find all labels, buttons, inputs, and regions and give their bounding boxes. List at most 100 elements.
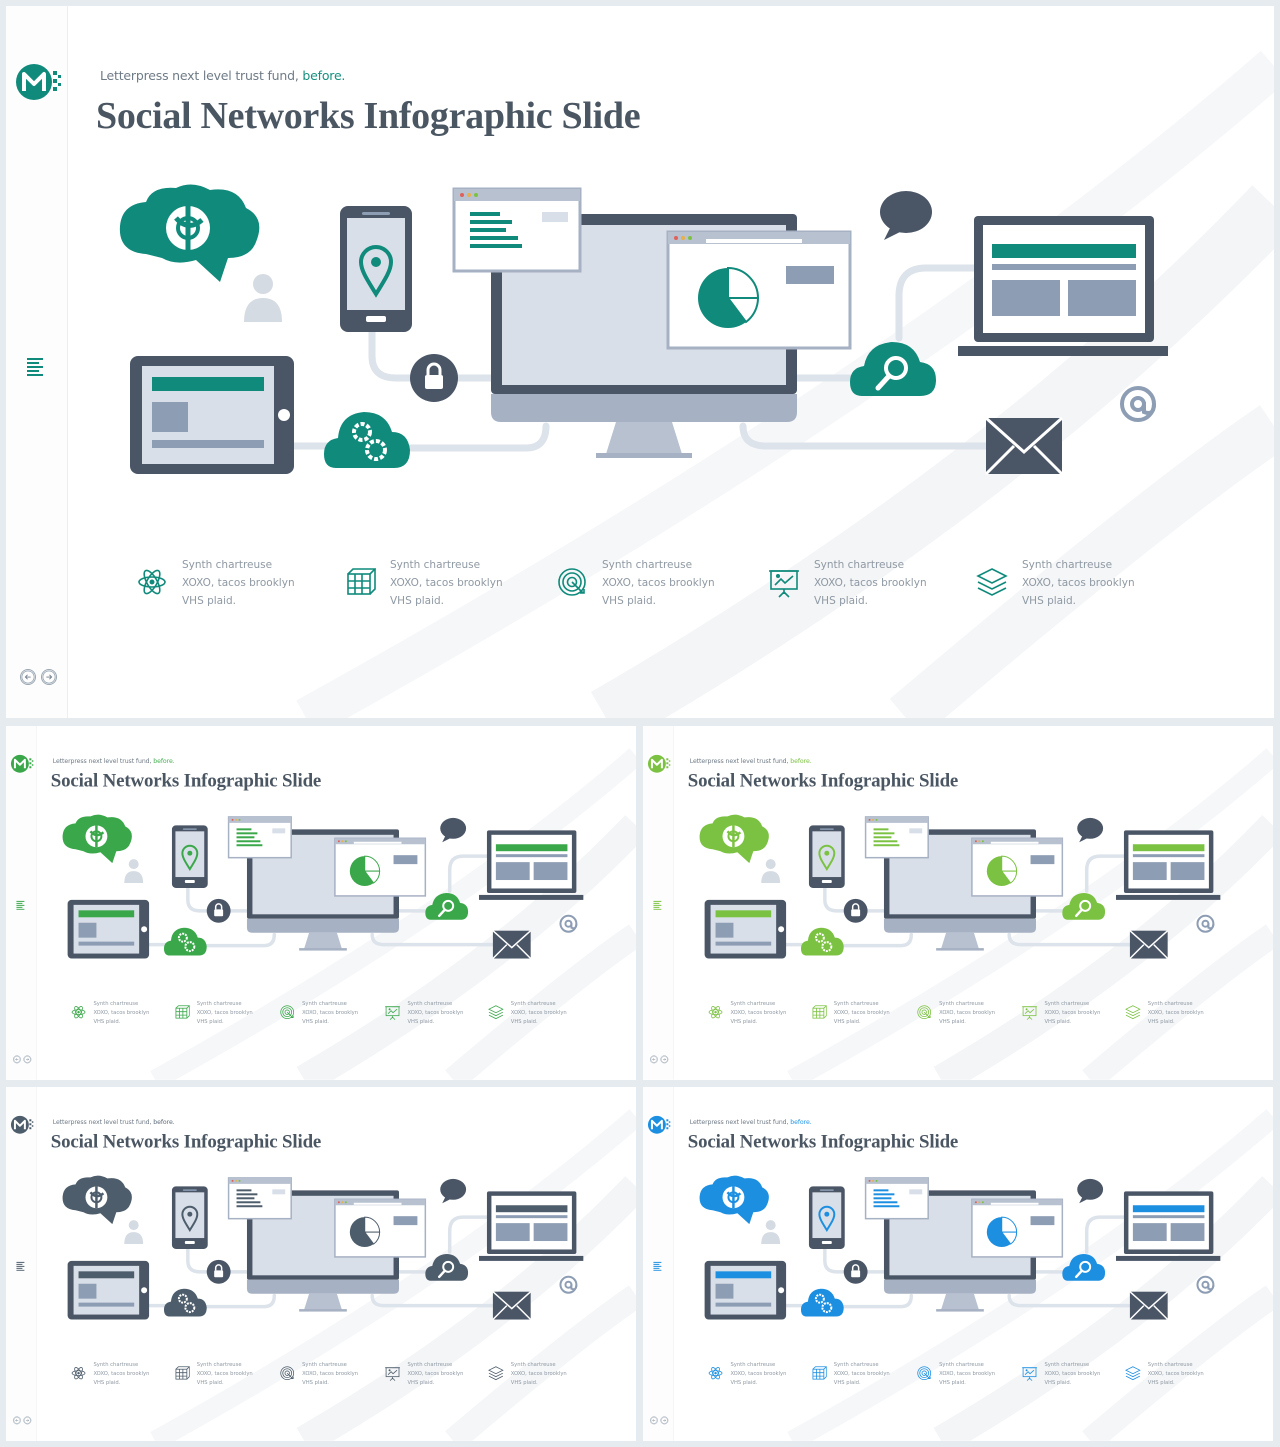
menu-icon[interactable] (653, 900, 663, 910)
feature-line-1: Synth chartreuse (93, 1000, 139, 1007)
chat-cloud-bubble-icon (699, 814, 769, 864)
feature-line-3: VHS plaid. (1147, 1018, 1175, 1025)
previous-slide-button[interactable] (649, 1416, 658, 1425)
menu-icon[interactable] (16, 900, 26, 910)
slide-thumb-green[interactable]: Letterpress next level trust fund, befor… (6, 726, 636, 1080)
atom-icon (71, 1006, 86, 1019)
laptop-icon (1115, 1191, 1221, 1261)
feature-line-1: Synth chartreuse (833, 1000, 879, 1007)
tagline-highlight: before. (790, 756, 812, 765)
feature-line-2: XOXO, tacos brooklyn (833, 1370, 890, 1377)
at-sign-icon (1196, 1275, 1215, 1294)
feature-line-2: XOXO, tacos brooklyn (602, 577, 715, 589)
slide-thumb-blue[interactable]: Letterpress next level trust fund, befor… (643, 1087, 1273, 1441)
layers-icon (1125, 1366, 1141, 1381)
tagline: Letterpress next level trust fund, befor… (690, 757, 812, 764)
brand-logo-icon[interactable] (10, 1115, 34, 1135)
feature-line-1: Synth chartreuse (1147, 1000, 1193, 1007)
slide-main-teal[interactable]: Letterpress next level trust fund, befor… (6, 6, 1274, 718)
previous-slide-button[interactable] (649, 1055, 658, 1064)
previous-slide-button[interactable] (12, 1055, 21, 1064)
menu-icon[interactable] (16, 1261, 26, 1271)
at-sign-icon (559, 914, 578, 933)
feature-line-2: XOXO, tacos brooklyn (1044, 1370, 1101, 1377)
envelope-icon (984, 416, 1064, 476)
feature-line-3: VHS plaid. (730, 1379, 758, 1386)
cloud-settings-icon (800, 1288, 844, 1317)
next-slide-button[interactable] (660, 1055, 669, 1064)
feature-line-1: Synth chartreuse (182, 559, 273, 571)
menu-icon[interactable] (653, 1261, 663, 1271)
atom-icon (138, 569, 166, 595)
feature-line-3: VHS plaid. (939, 1018, 966, 1025)
menu-icon[interactable] (26, 356, 46, 376)
lock-icon (843, 1259, 868, 1284)
background-arcs (150, 748, 636, 1080)
feature-line-3: VHS plaid. (833, 1018, 861, 1025)
social-network-illustration (699, 1175, 1221, 1321)
user-avatar-icon (761, 1220, 781, 1245)
browser-window-pie-chart-icon (666, 230, 852, 350)
feature-line-2: XOXO, tacos brooklyn (93, 1009, 150, 1016)
next-slide-button[interactable] (23, 1055, 32, 1064)
feature-line-1: Synth chartreuse (814, 559, 905, 571)
envelope-icon (492, 1291, 532, 1321)
slide-thumb-gray[interactable]: Letterpress next level trust fund, befor… (6, 1087, 636, 1441)
feature-line-2: XOXO, tacos brooklyn (833, 1009, 890, 1016)
background-arcs (787, 748, 1273, 1080)
page-title: Social Networks Infographic Slide (50, 770, 322, 792)
brand-logo-icon[interactable] (14, 62, 62, 102)
feature-line-3: VHS plaid. (730, 1018, 758, 1025)
cloud-search-icon (850, 342, 936, 396)
page-title: Social Networks Infographic Slide (687, 1131, 959, 1153)
next-slide-button[interactable] (41, 669, 57, 685)
cube-grid-icon (347, 568, 376, 595)
speech-bubble-icon (1077, 817, 1104, 843)
lock-icon (843, 898, 868, 923)
brand-logo-icon[interactable] (647, 1115, 671, 1135)
envelope-icon (492, 930, 532, 960)
smartphone-location-icon (808, 1186, 845, 1249)
browser-window-bars-icon (227, 1177, 292, 1220)
brand-logo-icon[interactable] (10, 754, 34, 774)
feature-line-2: XOXO, tacos brooklyn (1147, 1370, 1204, 1377)
tagline: Letterpress next level trust fund, befor… (53, 757, 175, 764)
tagline-text: Letterpress next level trust fund, (52, 1117, 154, 1126)
browser-window-pie-chart-icon (334, 1198, 427, 1258)
presentation-board-icon (385, 1367, 400, 1381)
slide-thumb-light-green[interactable]: Letterpress next level trust fund, befor… (643, 726, 1273, 1080)
feature-line-3: VHS plaid. (602, 595, 657, 607)
chat-cloud-bubble-icon (119, 184, 260, 282)
envelope-icon (1129, 1291, 1169, 1321)
social-network-illustration (119, 184, 1168, 476)
next-slide-button[interactable] (23, 1416, 32, 1425)
feature-line-3: VHS plaid. (1044, 1379, 1072, 1386)
laptop-icon (478, 830, 584, 900)
previous-slide-button[interactable] (12, 1416, 21, 1425)
next-slide-button[interactable] (660, 1416, 669, 1425)
brand-logo-icon[interactable] (647, 754, 671, 774)
social-network-illustration (62, 814, 584, 960)
arrow-left-icon (649, 1055, 658, 1064)
page-title: Social Networks Infographic Slide (96, 95, 641, 137)
browser-window-bars-icon (227, 816, 292, 859)
feature-line-2: XOXO, tacos brooklyn (939, 1009, 996, 1016)
previous-slide-button[interactable] (20, 669, 36, 685)
layers-icon (1125, 1005, 1141, 1020)
feature-line-3: VHS plaid. (93, 1018, 121, 1025)
